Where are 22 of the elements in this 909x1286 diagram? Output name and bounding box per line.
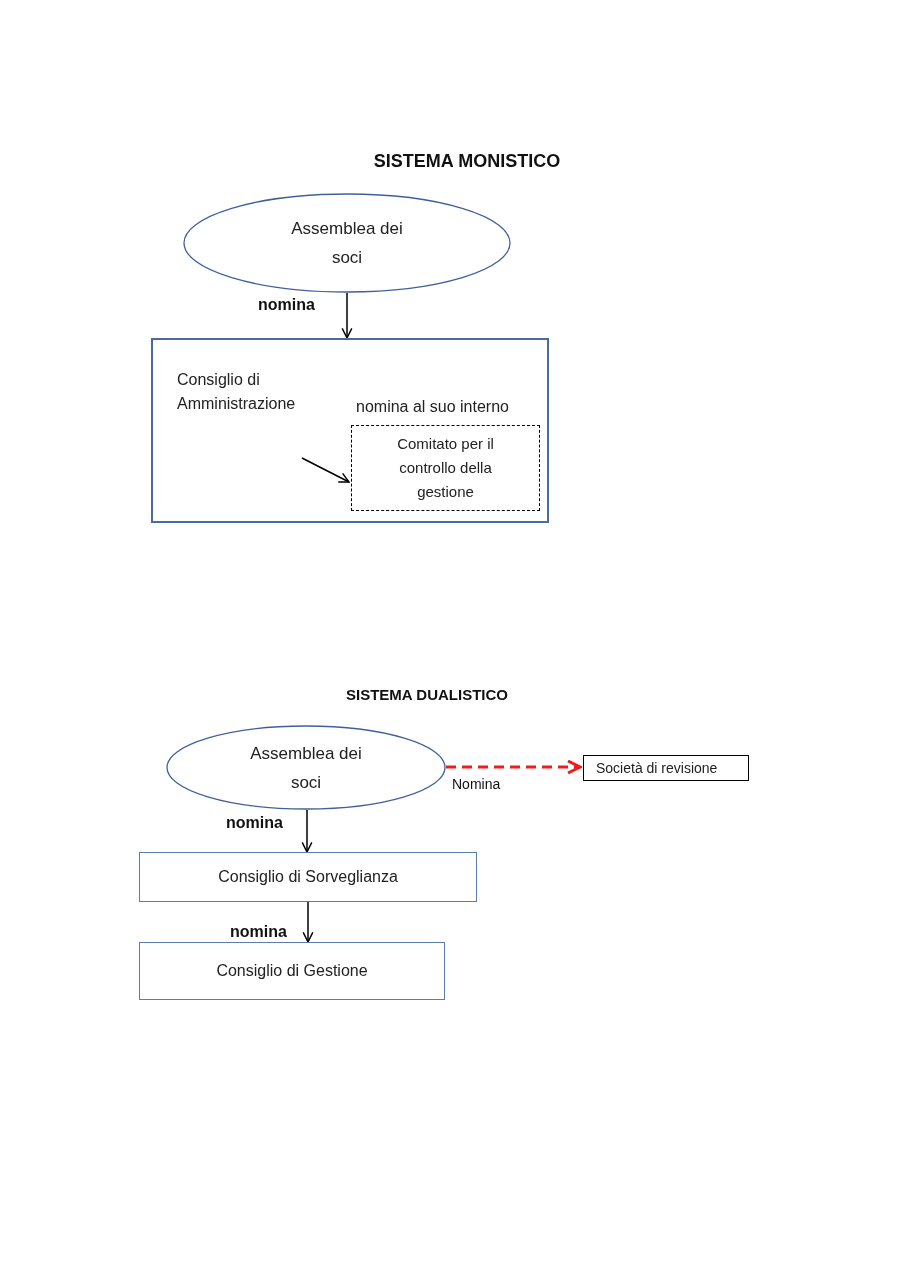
process-box bbox=[583, 755, 749, 781]
arrow bbox=[446, 759, 582, 775]
arrow bbox=[302, 901, 314, 943]
node-text: Assemblea dei soci bbox=[249, 742, 363, 794]
arrow bbox=[301, 809, 313, 853]
node-text: Assemblea dei soci bbox=[290, 218, 404, 269]
process-box bbox=[151, 338, 549, 523]
node-text: Comitato per il controllo della gestione bbox=[396, 434, 495, 502]
node-text: Consiglio di Sorveglianza bbox=[218, 867, 398, 887]
arrow bbox=[341, 292, 353, 339]
section-heading: SISTEMA MONISTICO bbox=[372, 150, 562, 173]
dashed-box bbox=[351, 425, 540, 511]
arrow bbox=[301, 457, 350, 483]
ellipse-node bbox=[183, 193, 511, 293]
ellipse-node bbox=[166, 725, 446, 810]
node-title: Consiglio di Amministrazione bbox=[177, 370, 297, 414]
node-note: nomina al suo interno bbox=[356, 397, 510, 417]
process-box bbox=[139, 852, 477, 902]
section-heading: SISTEMA DUALISTICO bbox=[345, 685, 509, 705]
node-text: Consiglio di Gestione bbox=[216, 961, 368, 981]
node-text: Società di revisione bbox=[595, 759, 718, 777]
process-box bbox=[139, 942, 445, 1000]
